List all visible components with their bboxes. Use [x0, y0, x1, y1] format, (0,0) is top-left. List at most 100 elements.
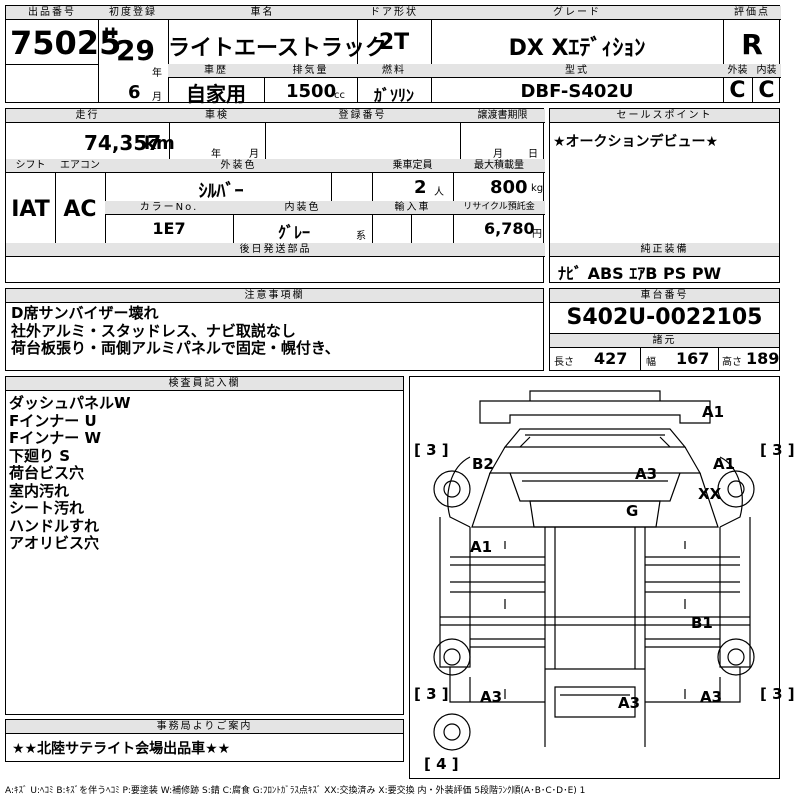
shift: IAT: [11, 197, 50, 222]
month-unit: 月: [152, 92, 162, 103]
width-label: 幅: [646, 357, 656, 368]
shift-label: シフト: [6, 159, 55, 173]
inspector-line: アオリビス穴: [9, 534, 100, 552]
door-type: 2T: [378, 30, 410, 55]
notes-block: 注意事項欄 D席サンバイザー壊れ 社外アルミ・スタッドレス、ナビ取説なし 荷台板…: [5, 288, 544, 371]
int-grade: C: [758, 78, 775, 103]
length: 427: [594, 349, 628, 368]
int-color-label: 内装色: [233, 201, 372, 215]
first-reg-label: 初度登録: [98, 6, 168, 20]
import-label: 輸入車: [372, 201, 453, 215]
score-label: 評価点: [723, 6, 781, 20]
history-label: 車歴: [168, 64, 264, 78]
equipment-label: 純正装備: [550, 243, 779, 257]
inspector-block: 検査員記入欄 ダッシュパネルW Fインナー U Fインナー W 下廻り S 荷台…: [5, 376, 404, 715]
note-line: 社外アルミ・スタッドレス、ナビ取説なし: [11, 321, 296, 340]
disp-unit: cc: [334, 90, 345, 101]
height-label: 高さ: [722, 357, 742, 368]
insp-month-unit: 月: [249, 149, 259, 160]
inspector-line: Fインナー W: [9, 429, 102, 447]
transfer-month-unit: 月: [493, 149, 503, 160]
model-code: DBF-S402U: [520, 81, 634, 102]
door-label: ドア形状: [357, 6, 431, 20]
exterior-color: ｼﾙﾊﾞｰ: [198, 181, 244, 202]
header-block: 出品番号 75025 初度登録 H 29 年 6 月 車名 ライトエーストラック…: [5, 5, 781, 106]
score: R: [741, 28, 763, 61]
capacity: 2: [414, 177, 427, 198]
history: 自家用: [186, 82, 246, 106]
insp-year-unit: 年: [211, 149, 221, 160]
inspector-line: 荷台ビス穴: [9, 464, 85, 482]
legend: A:ｷｽﾞ U:ﾍｺﾐ B:ｷｽﾞを伴うﾍｺﾐ P:要塗装 W:補修跡 S:錆 …: [5, 786, 586, 796]
ac: AC: [63, 197, 97, 222]
chassis-number: S402U-0022105: [566, 305, 763, 330]
ext-label: 外装: [723, 64, 752, 78]
inspector-line: シート汚れ: [9, 499, 85, 517]
mark-rear-bumper: A3: [618, 694, 641, 712]
inspection-label: 車検: [169, 109, 265, 123]
recycle-fee: 6,780: [484, 219, 535, 238]
mark-right-fender: A1: [713, 455, 736, 473]
height: 189: [746, 349, 780, 368]
vehicle-name: ライトエーストラック: [168, 36, 387, 61]
ext-grade: C: [729, 78, 746, 103]
disp-label: 排気量: [264, 64, 357, 78]
transfer-label: 譲渡書期限: [460, 109, 545, 123]
note-line: D席サンバイザー壊れ: [11, 304, 159, 322]
office-label: 事務局よりご案内: [6, 720, 403, 734]
name-label: 車名: [168, 6, 357, 20]
sales-point-block: セールスポイント ★オークションデビュー★ 純正装備 ﾅﾋﾞ ABS ｴｱB P…: [549, 108, 780, 283]
later-parts-label: 後日発送部品: [6, 243, 545, 257]
length-label: 長さ: [554, 357, 574, 368]
mark-hood: A3: [635, 465, 658, 483]
damage-diagram: A1 B2 A3 A1 XX G A1 B1 A3 A3 A3 [ 3 ] [ …: [409, 376, 795, 779]
sales-text: ★オークションデビュー★: [553, 134, 719, 150]
max-load: 800: [490, 177, 528, 198]
tire-spare: [ 4 ]: [424, 755, 459, 773]
office-block: 事務局よりご案内 ★★北陸サテライト会場出品車★★: [5, 719, 404, 762]
color-no-label: カラーNo.: [105, 201, 233, 215]
inspector-line: ダッシュパネルW: [9, 394, 131, 412]
mark-right-rear: A3: [700, 688, 723, 706]
chassis-block: 車台番号 S402U-0022105 諸元 長さ 427 幅 167 高さ 18…: [549, 288, 780, 371]
notes-label: 注意事項欄: [6, 289, 543, 303]
mark-windshield: G: [626, 502, 639, 520]
reg-label: 登録番号: [265, 109, 460, 123]
mark-left-rear: A3: [480, 688, 503, 706]
mileage: 74,357: [84, 131, 162, 155]
truck-diagram-svg: [433, 390, 755, 751]
year-unit: 年: [152, 68, 162, 79]
load-unit: kg: [531, 183, 544, 194]
color-label: 外装色: [105, 159, 372, 173]
inspector-line: 室内汚れ: [9, 481, 70, 500]
capacity-label: 乗車定員: [372, 159, 453, 173]
era: H: [104, 26, 116, 42]
int-color-unit: 系: [356, 231, 366, 242]
year: 29: [116, 34, 155, 67]
tire-front-right: [ 3 ]: [760, 441, 795, 459]
int-label: 内装: [752, 64, 781, 78]
mark-left-side: A1: [470, 538, 493, 556]
recycle-unit: 円: [532, 229, 542, 240]
tire-rear-left: [ 3 ]: [414, 685, 449, 703]
color-no: 1E7: [152, 219, 186, 238]
load-label: 最大積載量: [453, 159, 545, 173]
notes-lines: D席サンバイザー壊れ 社外アルミ・スタッドレス、ナビ取説なし 荷台板張り・両側ア…: [11, 304, 340, 358]
capacity-unit: 人: [434, 187, 444, 198]
lot-number: 75025: [10, 24, 122, 62]
note-line: 荷台板張り・両側アルミパネルで固定・幌付き、: [11, 339, 340, 357]
grade-label: グレード: [431, 6, 723, 20]
spec-label: 諸元: [550, 333, 779, 348]
fuel-label: 燃料: [357, 64, 431, 78]
ac-label: エアコン: [55, 159, 105, 173]
grade: DX Xｴﾃﾞｨｼｮﾝ: [508, 36, 646, 61]
mileage-label: 走行: [6, 109, 169, 123]
transfer-day-unit: 日: [528, 149, 538, 160]
equipment-text: ﾅﾋﾞ ABS ｴｱB PS PW: [558, 264, 722, 283]
inspector-label: 検査員記入欄: [6, 377, 403, 391]
mileage-unit: km: [144, 133, 175, 154]
sales-label: セールスポイント: [550, 109, 779, 123]
recycle-label: リサイクル預託金: [453, 201, 545, 215]
interior-color: ｸﾞﾚｰ: [278, 223, 311, 242]
mark-right-door: XX: [698, 485, 722, 503]
